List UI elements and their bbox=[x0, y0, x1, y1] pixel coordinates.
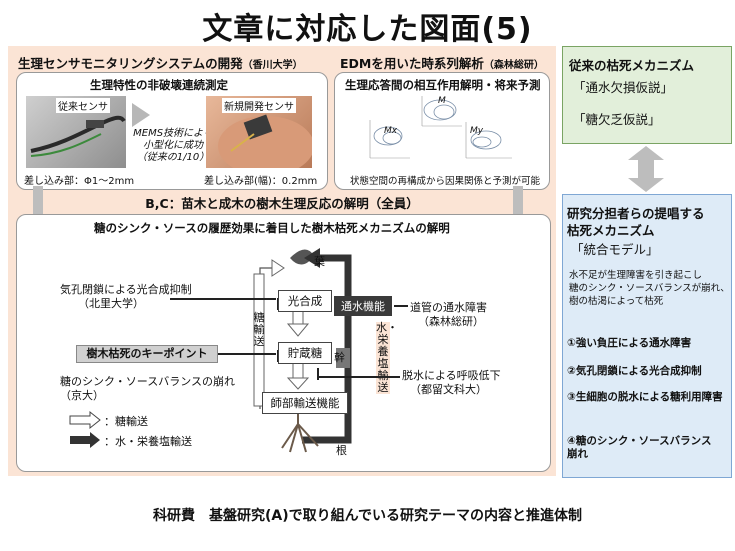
attractor-label-mx: Mx bbox=[384, 126, 398, 136]
stomata-line bbox=[170, 298, 276, 300]
stomata-text: 気孔閉鎖による光合成抑制 bbox=[60, 283, 192, 296]
attractor-label-m: M bbox=[438, 96, 446, 106]
keypoint-line bbox=[218, 353, 276, 355]
storage-sugar-box: 貯蔵糖 bbox=[278, 342, 332, 364]
mechanism-header: 糖のシンク・ソースの履歴効果に着目した樹木枯死メカニズムの解明 bbox=[94, 221, 450, 235]
legend-arrows bbox=[69, 410, 101, 448]
sensor-subheader: 生理特性の非破壊連続測定 bbox=[90, 78, 228, 92]
footer-caption: 科研費 基盤研究(A)で取り組んでいる研究テーマの内容と推進体制 bbox=[153, 508, 582, 524]
sensor-wire-image bbox=[30, 115, 126, 157]
mems-note: MEMS技術により 小型化に成功 （従来の1/10） bbox=[133, 128, 213, 163]
hypothesis-2: 「糖欠乏仮説」 bbox=[573, 112, 661, 127]
dehydration-text: 脱水による呼吸低下 bbox=[402, 369, 501, 382]
root-label: 根 bbox=[336, 444, 347, 457]
flow-diagram bbox=[253, 248, 352, 453]
legend-sugar: ：糖輸送 bbox=[104, 415, 148, 428]
model-point-3: ③生細胞の脱水による糖利用障害 bbox=[567, 391, 723, 403]
double-arrow-icon bbox=[628, 146, 664, 192]
page-title: 文章に対応した図面(5) bbox=[202, 12, 533, 47]
finger-chip-image bbox=[218, 114, 314, 176]
edm-header: EDMを用いた時系列解析（森林総研） bbox=[340, 56, 544, 71]
attractor-diagram bbox=[366, 92, 516, 170]
legend-black-arrow-icon bbox=[70, 432, 100, 448]
old-sensor-label: 従来センサ bbox=[56, 98, 110, 113]
legend-white-arrow-icon bbox=[69, 410, 101, 430]
model-point-4: ④糖のシンク・ソースバランス崩れ bbox=[567, 435, 712, 460]
vessel-org: （森林総研） bbox=[418, 315, 484, 328]
model-point-2: ②気孔閉鎖による光合成抑制 bbox=[567, 365, 702, 377]
vessel-line bbox=[394, 305, 408, 307]
stomata-org: （北里大学） bbox=[78, 297, 144, 310]
dehydration-line bbox=[318, 376, 400, 378]
water-function-box: 通水機能 bbox=[334, 296, 392, 316]
model-title-2: 枯死メカニズム bbox=[567, 223, 655, 238]
attractor-caption: 状態空間の再構成から因果関係と予測が可能 bbox=[350, 176, 541, 187]
model-title-1: 研究分担者らの提唱する bbox=[567, 206, 705, 221]
new-sensor-dimension: 差し込み部(幅)：0.2mm bbox=[204, 176, 318, 187]
edm-subheader: 生理応答間の相互作用解明・将来予測 bbox=[345, 78, 541, 92]
keypoint-label: 樹木枯死のキーポイント bbox=[76, 345, 218, 363]
dehydration-org: （都留文科大） bbox=[410, 383, 487, 396]
photosynthesis-box: 光合成 bbox=[278, 290, 332, 312]
trunk-icon bbox=[336, 348, 350, 368]
integrated-model-box: 研究分担者らの提唱する 枯死メカニズム 「統合モデル」 水不足が生理障害を引き起… bbox=[562, 194, 732, 478]
model-desc: 水不足が生理障害を引き起こし 糖のシンク・ソースバランスが崩れ、 樹の枯渇によっ… bbox=[569, 270, 730, 307]
conventional-title: 従来の枯死メカニズム bbox=[569, 58, 695, 73]
balance-text: 糖のシンク・ソースバランスの崩れ bbox=[60, 375, 236, 388]
improve-arrow bbox=[132, 103, 150, 127]
model-point-1: ①強い負圧による通水障害 bbox=[567, 337, 692, 349]
bc-header: B,C：苗木と成木の樹木生理反応の解明（全員） bbox=[145, 196, 419, 211]
sugar-transport-vertical: 糖輸送 bbox=[253, 311, 265, 348]
water-transport-vertical: 水・栄養塩輸送 bbox=[376, 321, 398, 394]
conventional-mechanism-box: 従来の枯死メカニズム 「通水欠損仮説」 「糖欠乏仮説」 bbox=[562, 46, 732, 144]
vessel-text: 道管の通水障害 bbox=[410, 301, 487, 314]
leaf-label: 葉 bbox=[314, 255, 325, 268]
legend-water: ：水・栄養塩輸送 bbox=[104, 435, 192, 448]
new-sensor-label: 新規開発センサ bbox=[222, 98, 296, 113]
attractor-label-my: My bbox=[470, 126, 484, 136]
phloem-box: 師部輸送機能 bbox=[262, 392, 348, 414]
model-name: 「統合モデル」 bbox=[571, 242, 659, 257]
trunk-label: 幹 bbox=[334, 351, 345, 364]
balance-org: （京大） bbox=[60, 389, 104, 402]
hypothesis-1: 「通水欠損仮説」 bbox=[573, 80, 674, 95]
leaf-icon bbox=[290, 249, 314, 265]
old-sensor-dimension: 差し込み部：Φ1～2mm bbox=[24, 176, 135, 187]
root-icon bbox=[281, 412, 319, 453]
sensor-header: 生理センサモニタリングシステムの開発（香川大学） bbox=[18, 56, 303, 71]
